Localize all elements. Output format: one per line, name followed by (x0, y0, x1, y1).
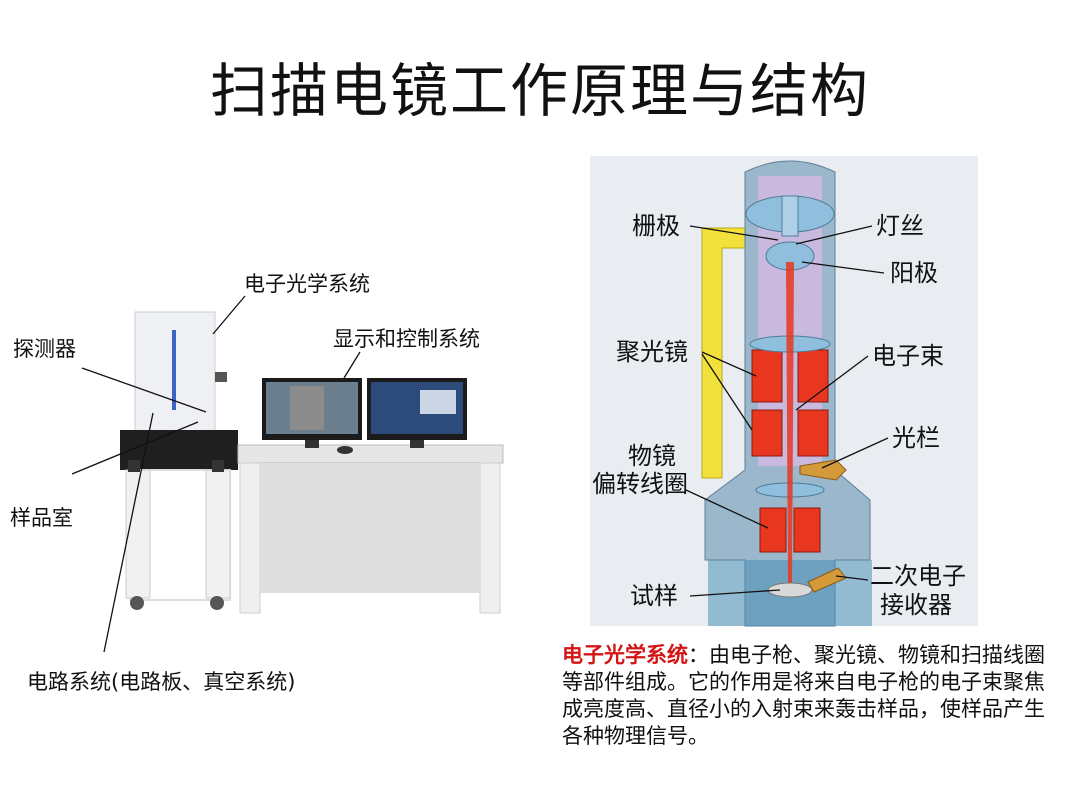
diagram-label-se-2: 接收器 (880, 591, 952, 619)
diagram-label-beam: 电子束 (872, 342, 944, 370)
label-electron-optics: 电子光学系统 (244, 272, 370, 296)
diagram-label-se-1: 二次电子 (870, 562, 966, 590)
caption: 电子光学系统：由电子枪、聚光镜、物镜和扫描线圈等部件组成。它的作用是将来自电子枪… (562, 642, 1052, 750)
diagram-label-objective-1: 物镜 (628, 442, 676, 470)
slide-title: 扫描电镜工作原理与结构 (209, 57, 870, 125)
condenser-left-1 (751, 349, 783, 403)
label-sample-chamber: 样品室 (10, 506, 73, 530)
label-circuit: 电路系统(电路板、真空系统) (27, 670, 296, 694)
label-display-control: 显示和控制系统 (333, 327, 480, 351)
se-detector (807, 567, 847, 593)
diagram-label-sample: 试样 (630, 582, 678, 610)
diagram-label-filament: 灯丝 (876, 212, 924, 240)
diagram-label-anode: 阳极 (890, 259, 938, 287)
diagram-label-grid: 栅极 (632, 212, 680, 240)
diagram-label-objective-2: 偏转线圈 (592, 470, 688, 498)
caption-key: 电子光学系统 (562, 643, 688, 667)
caption-text: ：由电子枪、聚光镜、物镜和扫描线圈等部件组成。它的作用是将来自电子枪的电子束聚焦… (562, 643, 1045, 748)
electron-beam (786, 262, 794, 585)
diagram-label-aperture: 光栏 (892, 424, 940, 452)
aperture (799, 459, 847, 481)
label-detector: 探测器 (13, 337, 76, 361)
diagram-label-condenser: 聚光镜 (616, 338, 688, 366)
sample-stage (767, 582, 813, 598)
